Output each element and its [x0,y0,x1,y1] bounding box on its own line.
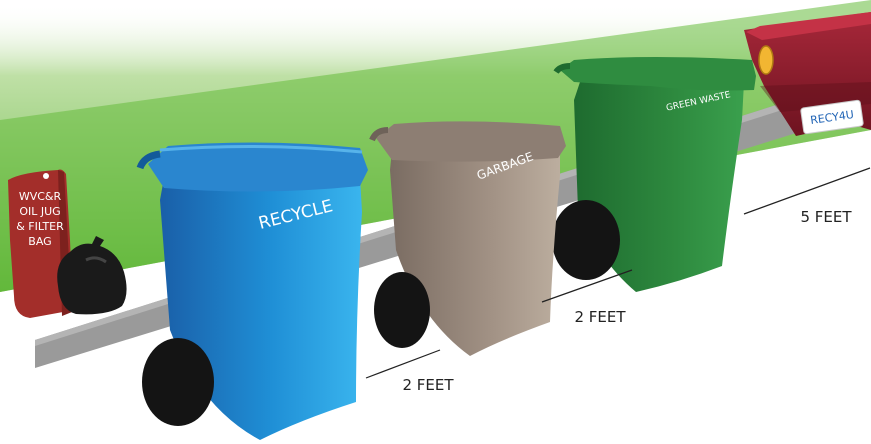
bag-label-line-2: OIL JUG [19,205,60,218]
distance-label-1: 2 FEET [402,376,454,394]
tail-light [759,46,773,74]
bag-label-line-3: & FILTER [16,220,64,233]
distance-label-3: 5 FEET [800,208,852,226]
garbage-bin-wheel [374,272,430,348]
bag-label-line-4: BAG [28,235,51,248]
distance-line-1 [366,350,440,378]
distance-label-2: 2 FEET [574,308,626,326]
recycle-bin-wheel [142,338,214,426]
bag-label-line-1: WVC&R [19,190,62,203]
recycle-bin [140,142,368,440]
garbage-bin [372,121,566,356]
green-bin-wheel [552,200,620,280]
